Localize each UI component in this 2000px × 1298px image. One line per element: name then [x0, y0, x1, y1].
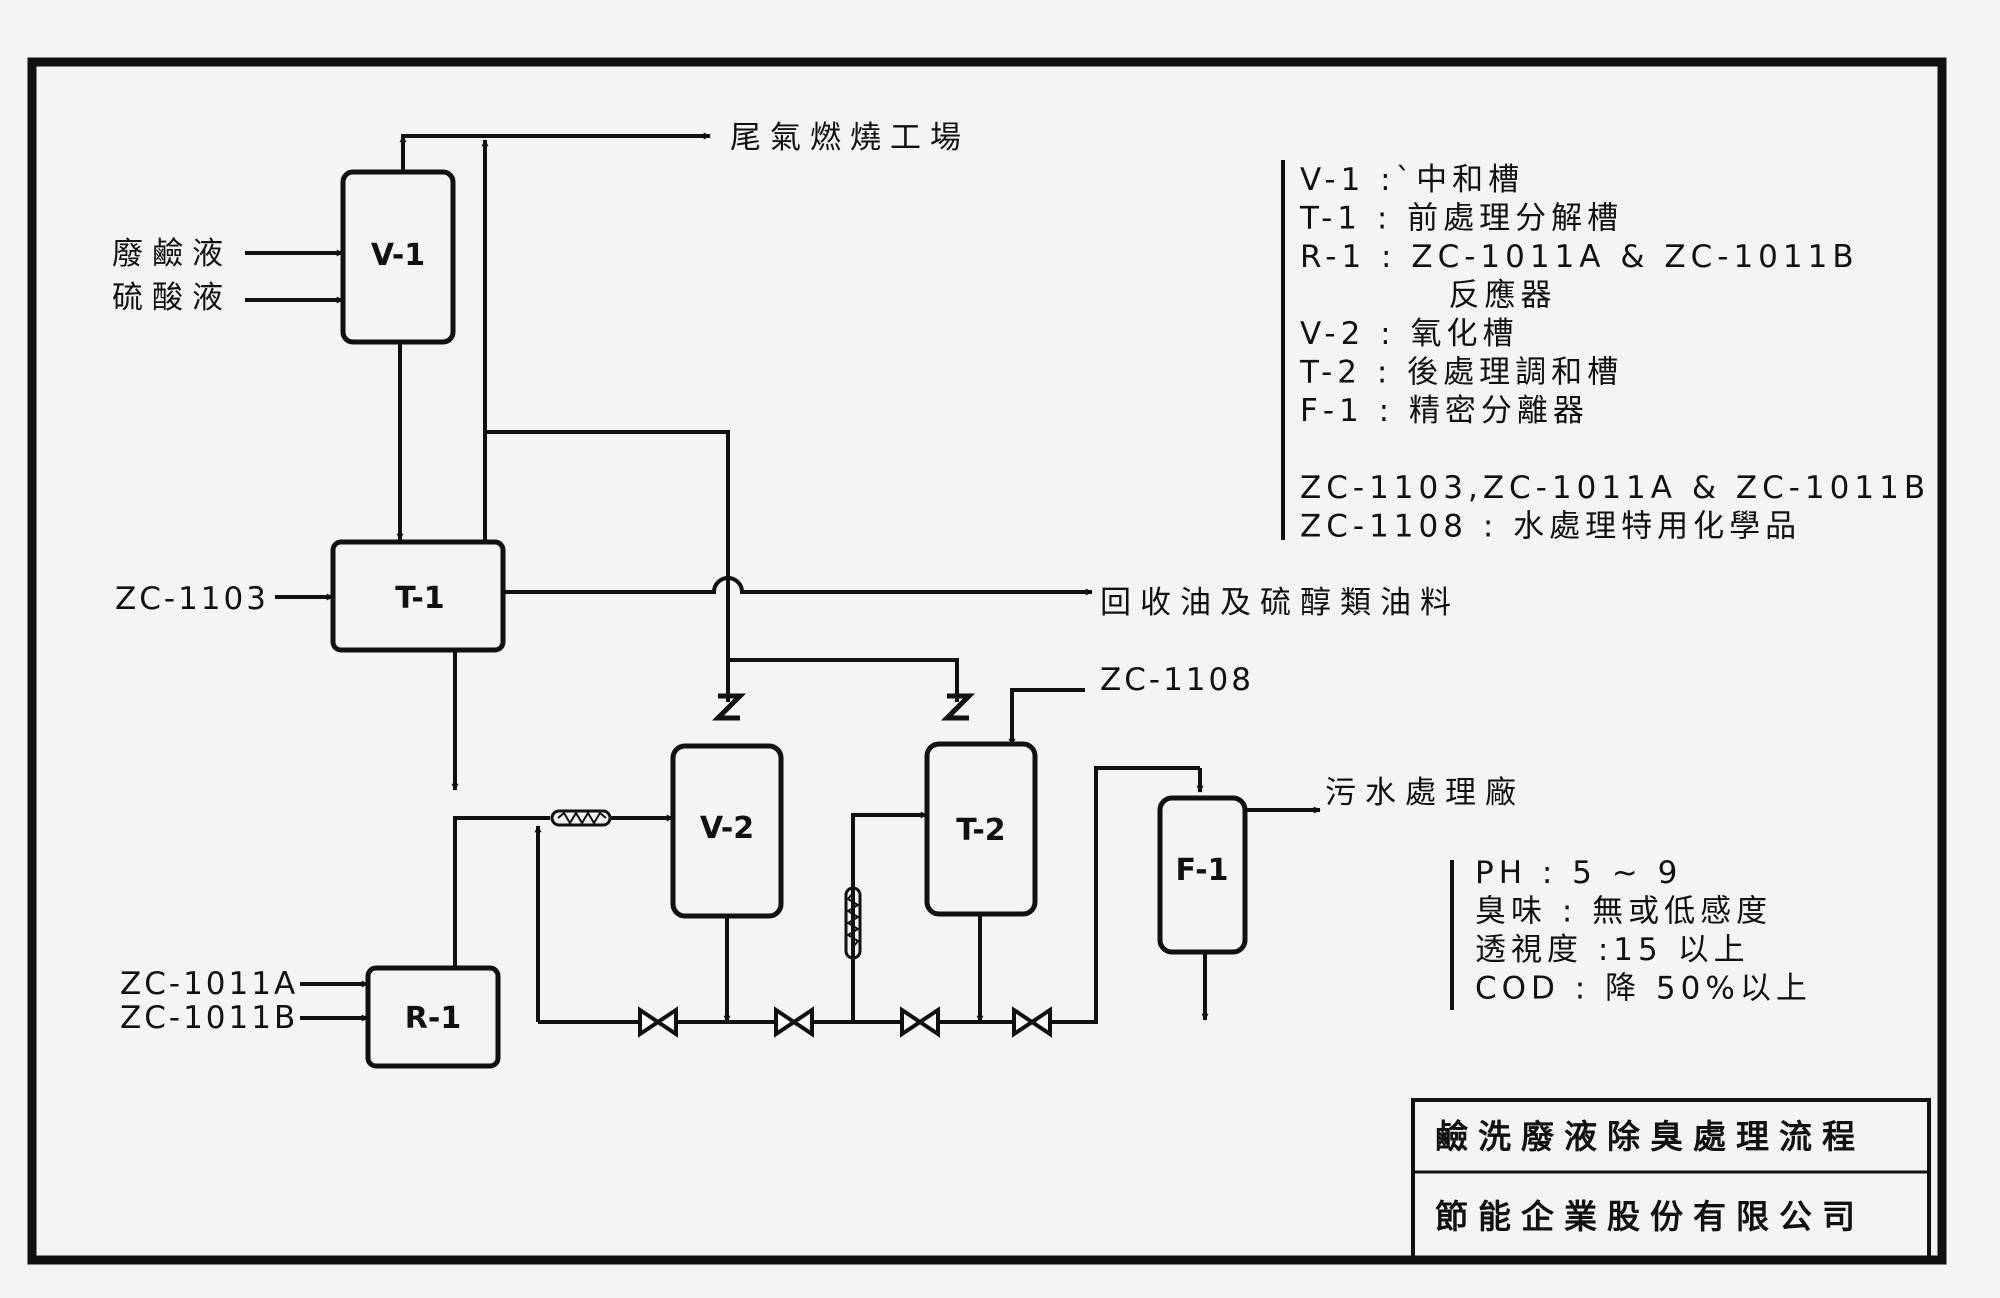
- zc1108-inlet: [1008, 688, 1085, 746]
- process-lines: [245, 132, 1321, 1024]
- static-mixer-vertical: [844, 886, 862, 960]
- legend-line: V-2 : 氧化槽: [1300, 316, 1518, 352]
- check-valves: [711, 693, 976, 721]
- unit-v1: [340, 169, 456, 345]
- spec-line: PH : 5 ~ 9: [1475, 855, 1682, 891]
- legend-line: ZC-1103,ZC-1011A & ZC-1011B: [1300, 470, 1930, 506]
- r1-outlet-line: [453, 816, 550, 966]
- drawing-title: 鹼洗廢液除臭處理流程: [1435, 1117, 1865, 1156]
- unit-t2: [924, 741, 1038, 917]
- zc1011a-label: ZC-1011A: [120, 966, 298, 1002]
- title-block: 鹼洗廢液除臭處理流程 節能企業股份有限公司: [1411, 1098, 1931, 1262]
- gate-valves: [638, 1006, 1052, 1038]
- unit-v2: [670, 743, 784, 919]
- bottom-header: [538, 766, 1200, 1024]
- valve-4: [1012, 1006, 1052, 1038]
- spec-line: 透視度 :15 以上: [1475, 932, 1750, 968]
- unit-r1: [365, 965, 501, 1069]
- tail-gas-line: [401, 134, 700, 172]
- legend-line: R-1 : ZC-1011A & ZC-1011B: [1300, 239, 1859, 275]
- sulfuric-acid-label: 硫酸液: [112, 280, 232, 316]
- outer-frame: [27, 57, 1947, 1265]
- unit-label-v1: V-1: [371, 238, 425, 273]
- legend-line: ZC-1108 : 水處理特用化學品: [1300, 509, 1801, 545]
- static-mixers: [550, 809, 862, 960]
- check-valve-v2: [711, 693, 747, 721]
- zc1108-label: ZC-1108: [1100, 662, 1254, 698]
- spec-line: COD : 降 50%以上: [1475, 971, 1812, 1007]
- unit-f1: [1157, 795, 1248, 955]
- equipment: [330, 169, 1248, 1069]
- valve-3: [900, 1006, 940, 1038]
- valve-2: [774, 1006, 814, 1038]
- legend-line: 反應器: [1300, 278, 1557, 314]
- unit-label-t1: T-1: [395, 581, 444, 616]
- recovered-oil-label: 回收油及硫醇類油料: [1100, 585, 1460, 621]
- legend-line: F-1 : 精密分離器: [1300, 393, 1589, 429]
- zc1103-label: ZC-1103: [115, 581, 269, 617]
- check-valve-t2: [940, 693, 976, 721]
- static-mixer-horizontal: [550, 809, 612, 827]
- unit-label-v2: V-2: [700, 811, 754, 846]
- to-t2-line: [851, 811, 928, 1022]
- unit-t1: [330, 539, 506, 653]
- legend-line: T-2 : 後處理調和槽: [1299, 355, 1623, 391]
- tail-gas-label: 尾氣燃燒工場: [730, 120, 970, 156]
- t2-vent-branch: [728, 658, 959, 702]
- title-block-frame: [1411, 1098, 1931, 1262]
- unit-label-f1: F-1: [1176, 853, 1229, 888]
- spec-line: 臭味 : 無或低感度: [1475, 894, 1772, 930]
- tank-vent-header: [485, 430, 730, 660]
- zc1011b-label: ZC-1011B: [120, 1000, 298, 1036]
- company-name: 節能企業股份有限公司: [1435, 1197, 1865, 1236]
- legend-line: V-1 :`中和槽: [1300, 162, 1524, 198]
- unit-label-r1: R-1: [405, 1001, 461, 1036]
- unit-label-t2: T-2: [956, 813, 1005, 848]
- valve-1: [638, 1006, 678, 1038]
- wastewater-plant-label: 污水處理廠: [1325, 775, 1525, 811]
- legend-line: T-1 : 前處理分解槽: [1299, 201, 1623, 237]
- recovered-oil-line: [503, 576, 1085, 594]
- spent-caustic-label: 廢鹼液: [112, 236, 232, 272]
